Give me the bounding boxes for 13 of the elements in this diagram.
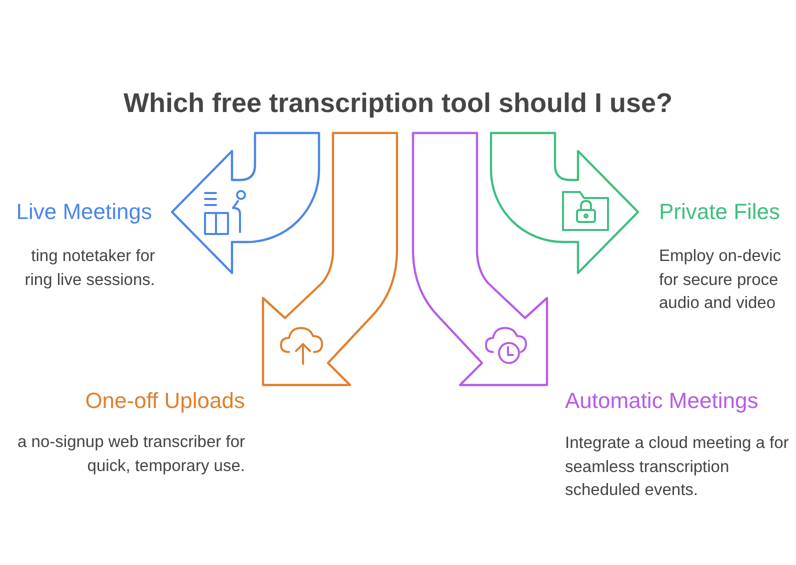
- option-description: ting notetaker for ring live sessions.: [24, 246, 155, 290]
- option-heading: Private Files: [659, 198, 782, 226]
- option-heading: Automatic Meetings: [565, 387, 760, 415]
- arrow-shape: [412, 132, 548, 386]
- title: Which free transcription tool should I use?: [122, 88, 674, 119]
- arrow-shape: [170, 132, 320, 274]
- option-description: Integrate a cloud meeting a for seamless transcription scheduled events.: [565, 433, 790, 501]
- arrow-shape: [490, 132, 640, 274]
- option-description: a no-signup web transcriber for quick, temporary use.: [16, 432, 245, 476]
- option-description: Employ on-devic for secure proce audio and video: [659, 246, 782, 314]
- arrow-shape: [262, 132, 398, 386]
- option-heading: One-off Uploads: [84, 387, 245, 415]
- option-heading: Live Meetings: [15, 198, 152, 226]
